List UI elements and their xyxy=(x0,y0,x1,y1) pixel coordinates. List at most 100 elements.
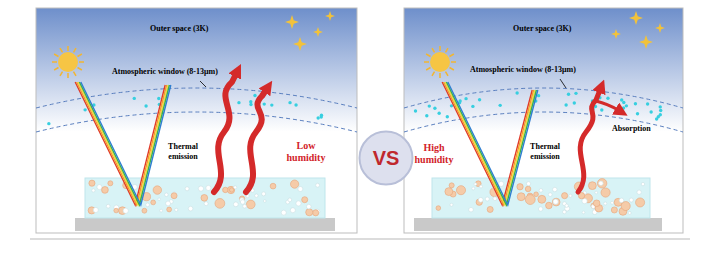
sun-ray xyxy=(54,54,58,57)
particle xyxy=(92,189,95,192)
sun-ray xyxy=(451,61,456,63)
sun-ray xyxy=(74,72,77,76)
particle xyxy=(582,211,585,214)
condition-label: High humidity xyxy=(408,142,460,166)
water-vapour-dot xyxy=(622,106,625,109)
water-vapour-dot xyxy=(428,104,431,107)
region-label: Outer space (3K) xyxy=(513,24,572,34)
particle xyxy=(102,187,109,194)
leader-line xyxy=(560,79,566,88)
water-vapour-dot xyxy=(253,94,256,97)
sunlight-ray xyxy=(81,82,171,205)
particle xyxy=(160,209,163,212)
water-vapour-dot xyxy=(573,101,576,104)
sun-ray xyxy=(78,68,82,71)
sun-disc xyxy=(430,52,450,72)
particle xyxy=(595,191,598,194)
star-symbol xyxy=(639,35,653,49)
sun-ray xyxy=(426,68,430,71)
sun-ray xyxy=(424,61,429,63)
particle xyxy=(262,192,266,196)
leader-line xyxy=(200,81,206,87)
sun-ray xyxy=(67,73,69,78)
particle xyxy=(281,210,286,215)
water-vapour-dot xyxy=(606,97,609,100)
particle xyxy=(246,200,255,209)
particle xyxy=(142,208,147,213)
star-symbol xyxy=(285,15,299,29)
particle xyxy=(229,188,233,192)
substrate xyxy=(75,218,335,231)
particle xyxy=(263,200,266,203)
particle xyxy=(601,188,610,197)
water-vapour-dot xyxy=(564,103,567,106)
particle xyxy=(436,206,441,211)
water-vapour-dot xyxy=(659,105,662,108)
particle xyxy=(290,180,298,188)
water-vapour-dot xyxy=(659,113,662,116)
sunlight-ray xyxy=(448,82,538,205)
particle xyxy=(206,185,211,190)
particle xyxy=(165,193,169,197)
sunlight-ray xyxy=(446,82,536,205)
star-symbol xyxy=(611,29,621,39)
water-vapour-dot xyxy=(437,112,440,115)
water-vapour-dot xyxy=(414,109,417,112)
particle xyxy=(151,200,156,205)
water-vapour-dot xyxy=(144,104,147,107)
particle xyxy=(525,186,531,192)
particle xyxy=(171,193,177,199)
particle xyxy=(539,189,543,193)
particle xyxy=(288,198,292,202)
particle xyxy=(198,186,203,191)
particle xyxy=(593,200,600,207)
particle xyxy=(636,198,645,207)
particle xyxy=(604,202,607,205)
sun-ray xyxy=(78,54,82,57)
particle xyxy=(97,185,102,190)
star-symbol xyxy=(313,27,323,37)
sunlight-ray xyxy=(445,82,535,205)
process-label: Absorption xyxy=(612,124,651,134)
star-symbol xyxy=(325,11,335,21)
particle xyxy=(175,208,178,211)
sun-ray xyxy=(426,54,430,57)
particle xyxy=(255,194,259,198)
particle xyxy=(582,198,587,203)
particle xyxy=(243,204,247,208)
particle xyxy=(450,203,453,206)
particle xyxy=(629,198,633,202)
sun-ray xyxy=(52,61,57,63)
substrate xyxy=(414,218,662,231)
particle xyxy=(188,206,193,211)
particle xyxy=(621,202,630,211)
process-label: Thermal emission xyxy=(160,142,206,161)
sky-background xyxy=(36,8,357,233)
water-vapour-dot xyxy=(133,97,136,100)
water-vapour-dot xyxy=(47,122,50,125)
particle xyxy=(628,211,631,214)
particle xyxy=(306,209,313,216)
water-vapour-dot xyxy=(446,115,449,118)
water-vapour-dot xyxy=(270,103,273,106)
water-vapour-dot xyxy=(649,110,652,113)
particle xyxy=(234,186,237,189)
water-vapour-dot xyxy=(600,108,603,111)
sun-ray xyxy=(439,73,441,78)
particle xyxy=(534,192,539,197)
emission-arrow xyxy=(578,90,600,192)
water-vapour-dot xyxy=(498,104,501,107)
particle xyxy=(611,201,614,204)
particle xyxy=(569,194,572,197)
water-vapour-dot xyxy=(237,101,240,104)
particle xyxy=(487,206,493,212)
sun-ray xyxy=(446,72,449,76)
water-vapour-dot xyxy=(288,101,291,104)
star-symbol xyxy=(293,37,307,51)
particle xyxy=(553,199,558,204)
comparison-text: VS xyxy=(358,130,414,186)
sun-ray xyxy=(54,68,58,71)
sun-ray xyxy=(450,68,454,71)
particle xyxy=(499,181,504,186)
